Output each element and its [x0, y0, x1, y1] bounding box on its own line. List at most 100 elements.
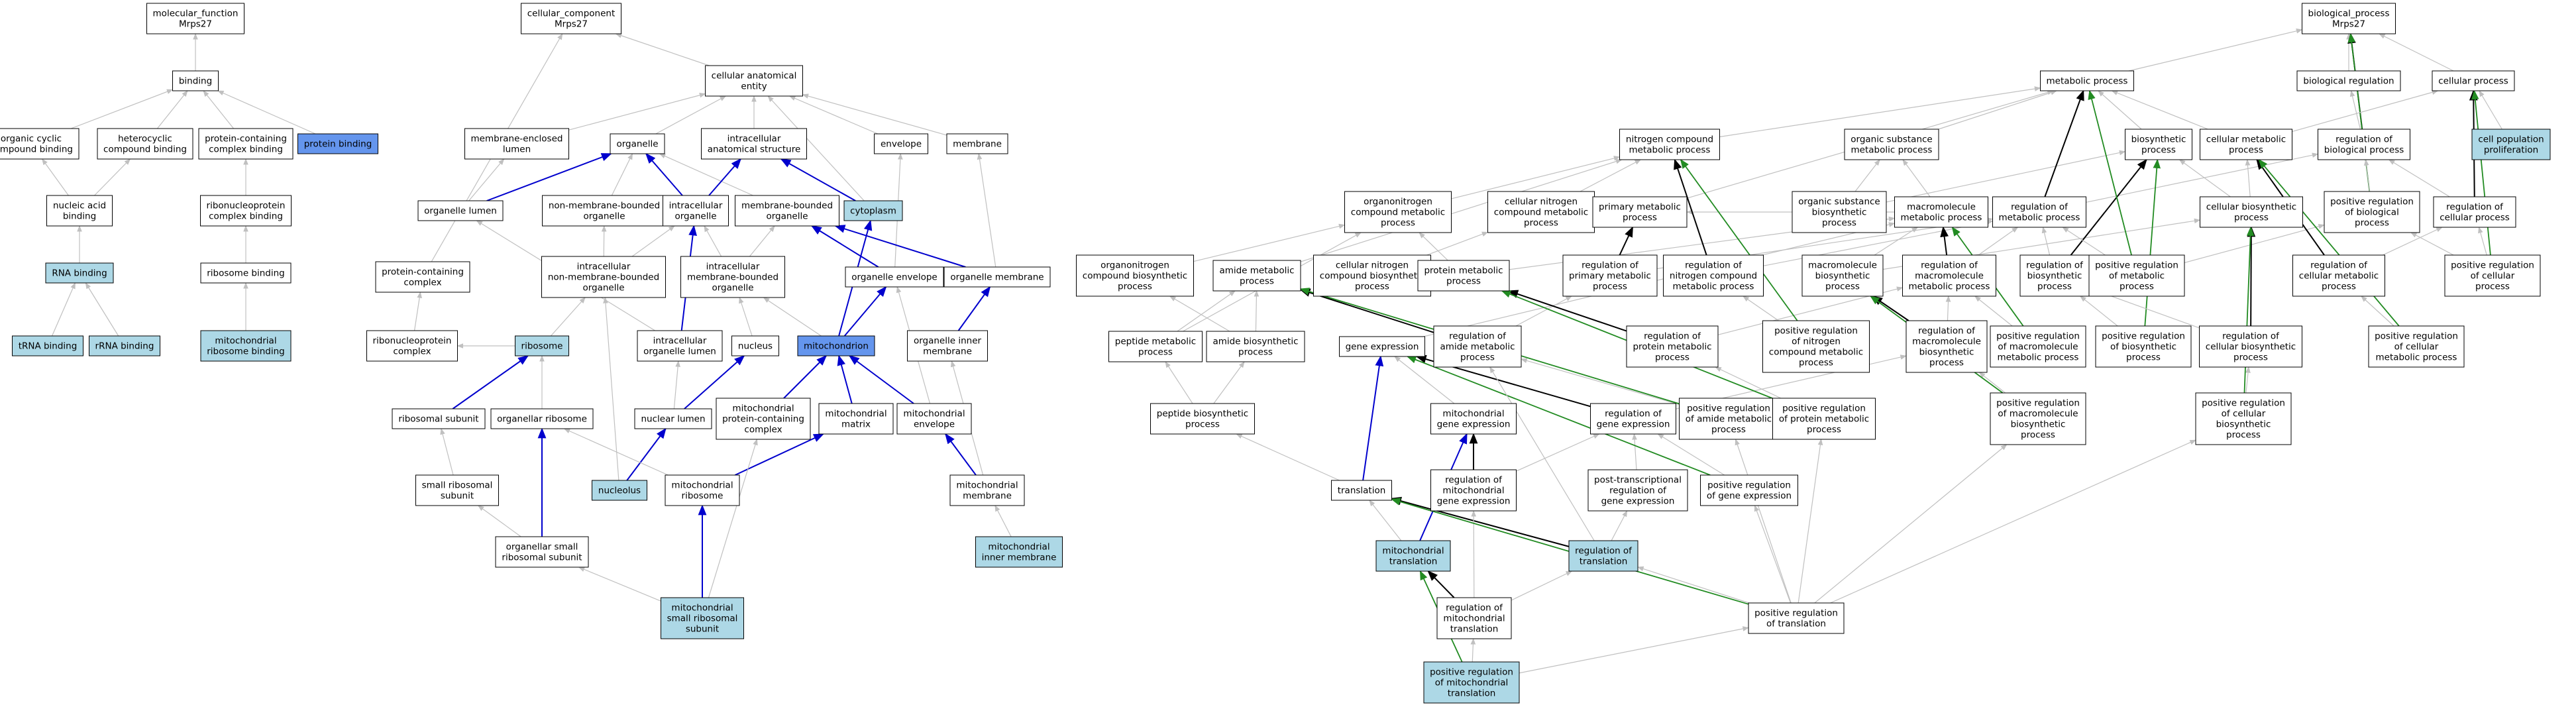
go-term-node-trna[interactable]: tRNA binding	[12, 335, 83, 356]
go-term-node-mito[interactable]: mitochondrion	[797, 335, 875, 356]
go-term-node-nuc[interactable]: nucleus	[731, 335, 779, 356]
go-term-node-cyto[interactable]: cytoplasm	[843, 200, 903, 221]
go-term-node-pb[interactable]: protein binding	[297, 133, 378, 154]
go-term-node-orgl[interactable]: organelle lumen	[417, 200, 504, 221]
go-term-node-omem[interactable]: organelle membrane	[943, 266, 1051, 288]
go-term-node-cellp[interactable]: cellular process	[2432, 70, 2515, 91]
go-term-node-rbb[interactable]: ribosome binding	[200, 262, 292, 284]
go-term-node-rss[interactable]: ribosomal subunit	[392, 408, 486, 429]
go-term-node-rrna[interactable]: rRNA binding	[89, 335, 160, 356]
go-term-node-metp[interactable]: metabolic process	[2040, 70, 2134, 91]
go-term-node-org[interactable]: organelle	[610, 133, 665, 154]
go-term-node-rnab[interactable]: RNA binding	[45, 262, 114, 284]
go-term-node-transl[interactable]: translation	[1331, 480, 1392, 501]
go-term-node-mem[interactable]: membrane	[946, 133, 1008, 154]
go-term-node-orib[interactable]: organellar ribosome	[490, 408, 594, 429]
go-term-node-env[interactable]: envelope	[874, 133, 928, 154]
go-term-node-breg[interactable]: biological regulation	[2296, 70, 2401, 91]
go-term-node-oenv[interactable]: organelle envelope	[845, 266, 944, 288]
go-term-node-nlum[interactable]: nuclear lumen	[634, 408, 712, 429]
go-term-node-genex[interactable]: gene expression	[1339, 336, 1425, 357]
go-term-node-ribo[interactable]: ribosome	[515, 335, 569, 356]
